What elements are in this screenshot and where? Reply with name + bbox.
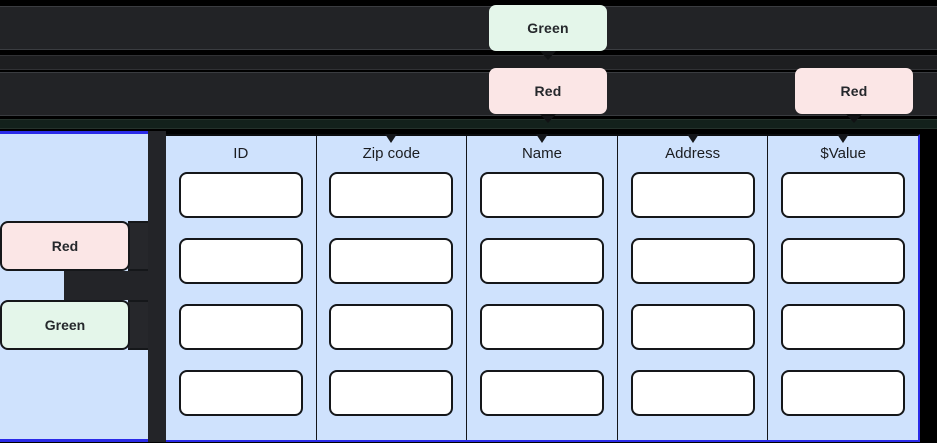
- table-cell[interactable]: [178, 304, 303, 350]
- column-marker-icon: [686, 134, 699, 143]
- column-header: Zip code: [362, 145, 421, 162]
- table-column-address: Address: [616, 134, 768, 440]
- table-cell[interactable]: [178, 172, 303, 218]
- column-marker-icon: [837, 134, 850, 143]
- background-band-top: [0, 6, 937, 50]
- table-cell[interactable]: [630, 370, 755, 416]
- table-cell[interactable]: [781, 370, 906, 416]
- table-column-value: $Value: [767, 134, 918, 440]
- column-cells: [467, 172, 617, 416]
- background-band-accent: [0, 119, 937, 129]
- sidebar-badge-red[interactable]: Red: [0, 221, 130, 271]
- background-band-second: [0, 72, 937, 116]
- background-band-divider: [0, 55, 937, 70]
- sidebar-badge-label: Red: [51, 238, 79, 254]
- tooltip-green-top[interactable]: Green: [489, 5, 607, 60]
- table-cell[interactable]: [329, 172, 454, 218]
- table-cell[interactable]: [479, 304, 604, 350]
- column-header: Name: [521, 145, 562, 162]
- sidebar-badge-label: Green: [44, 317, 86, 333]
- column-marker-icon: [385, 134, 398, 143]
- table-cell[interactable]: [479, 172, 604, 218]
- table-cell[interactable]: [178, 370, 303, 416]
- tooltip-tail-icon: [540, 51, 556, 60]
- tooltip-red-middle[interactable]: Red: [489, 68, 607, 123]
- table-cell[interactable]: [329, 304, 454, 350]
- column-marker-icon: [535, 134, 548, 143]
- table-cell[interactable]: [630, 172, 755, 218]
- table-cell[interactable]: [479, 370, 604, 416]
- tooltip-red-right[interactable]: Red: [795, 68, 913, 123]
- column-cells: [618, 172, 768, 416]
- column-cells: [317, 172, 467, 416]
- right-edge-filler: [918, 131, 937, 442]
- column-header: Address: [665, 145, 721, 162]
- table-cell[interactable]: [781, 238, 906, 284]
- sidebar-badge-green[interactable]: Green: [0, 300, 130, 350]
- tooltip-label: Green: [527, 20, 569, 36]
- table-column-name: Name: [466, 134, 617, 440]
- table-cell[interactable]: [630, 238, 755, 284]
- table-cell[interactable]: [781, 304, 906, 350]
- tooltip-label: Red: [840, 83, 868, 99]
- column-header: ID: [233, 145, 249, 162]
- table-cell[interactable]: [630, 304, 755, 350]
- table-cell[interactable]: [329, 238, 454, 284]
- tooltip-tail-icon: [540, 114, 556, 123]
- data-table: ID Zip code Name: [166, 134, 920, 442]
- table-column-id: ID: [166, 136, 316, 440]
- table-cell[interactable]: [479, 238, 604, 284]
- sidebar-scroll-strip[interactable]: [148, 131, 166, 442]
- tooltip-label: Red: [534, 83, 562, 99]
- table-cell[interactable]: [329, 370, 454, 416]
- column-cells: [166, 172, 316, 416]
- tooltip-tail-icon: [846, 114, 862, 123]
- column-header: $Value: [820, 145, 866, 162]
- table-column-zip-code: Zip code: [315, 134, 467, 440]
- table-cell[interactable]: [781, 172, 906, 218]
- sidebar-notch: [64, 271, 164, 300]
- table-cell[interactable]: [178, 238, 303, 284]
- column-cells: [768, 172, 918, 416]
